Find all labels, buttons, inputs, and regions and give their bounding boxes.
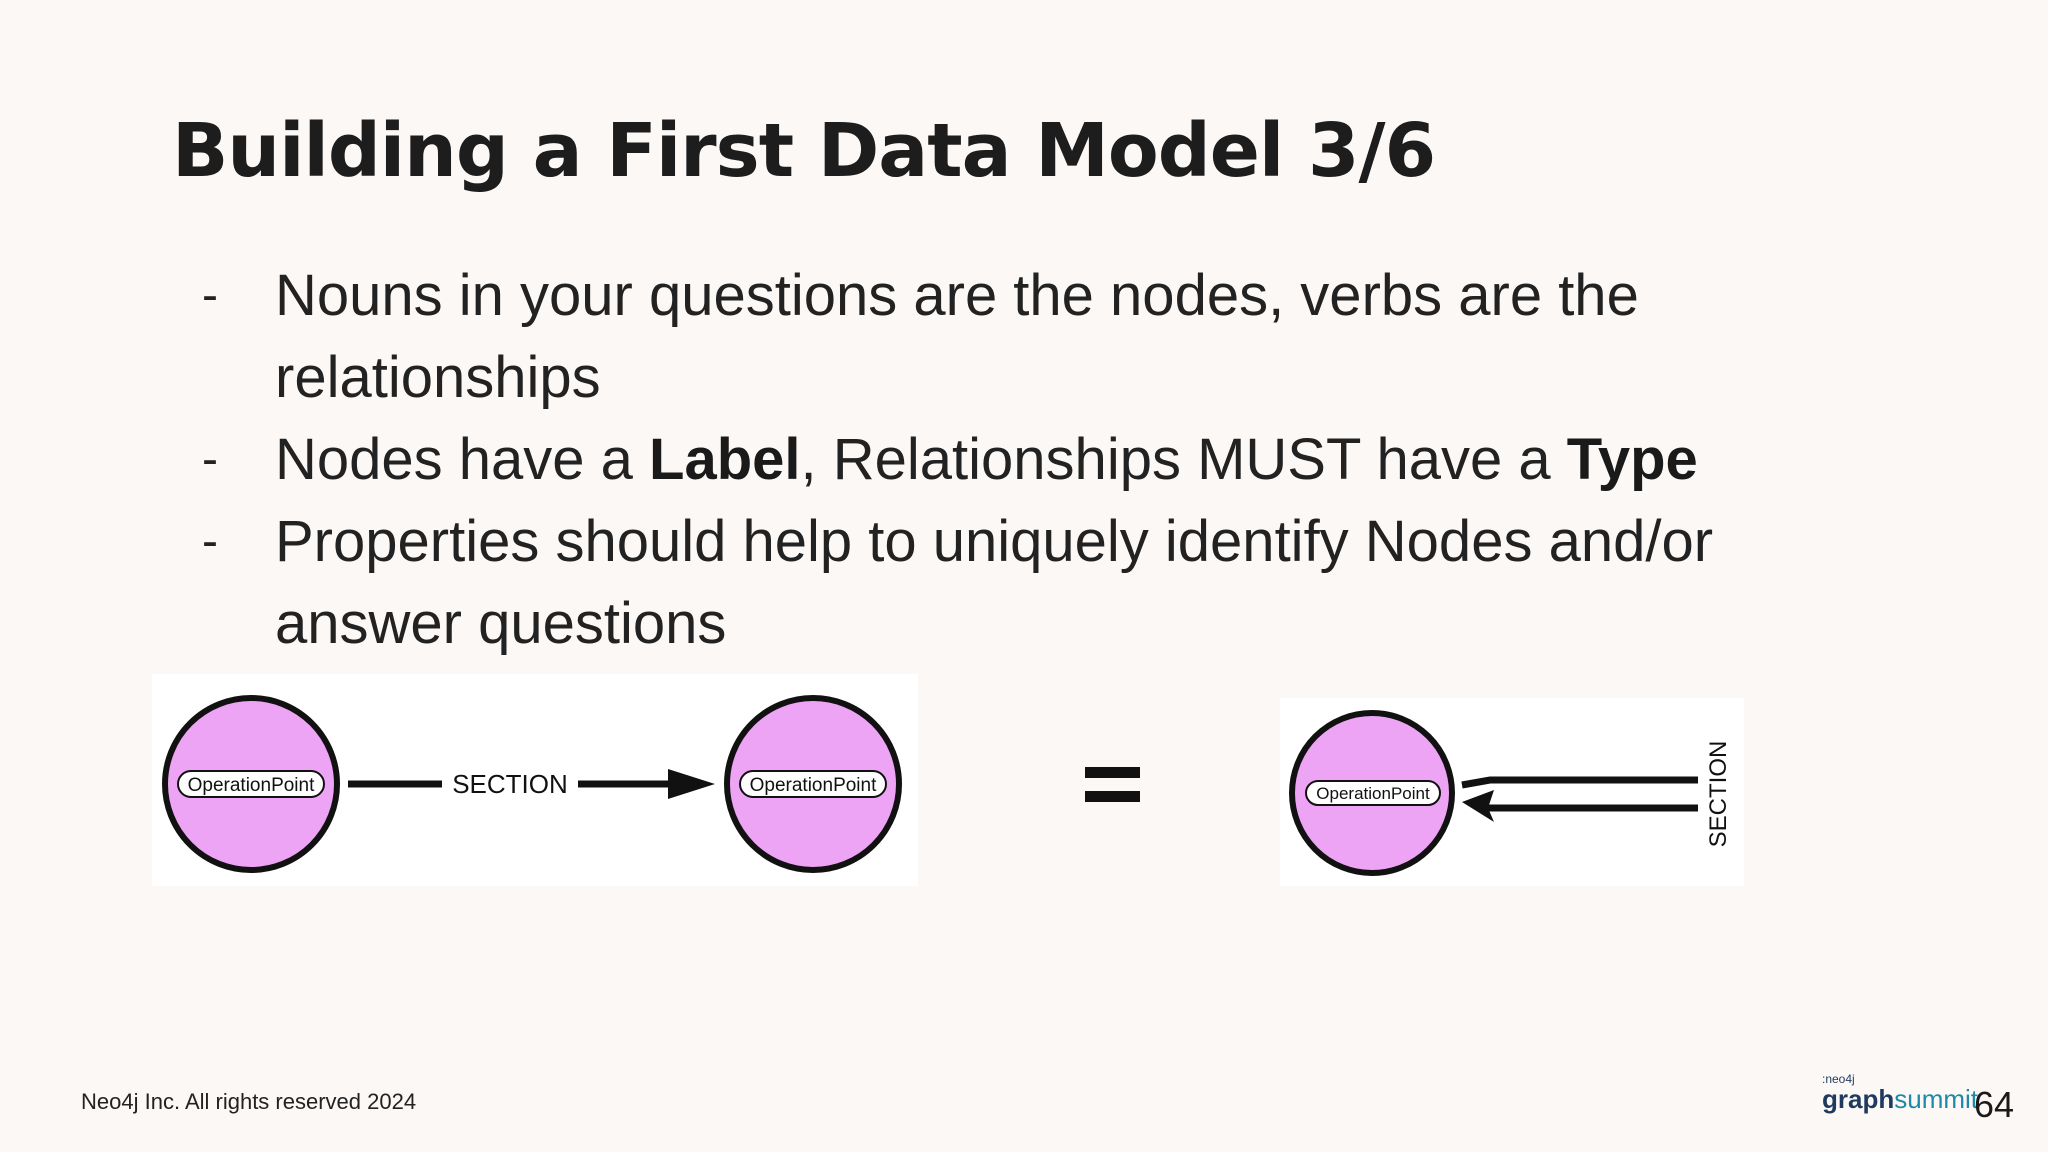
self-loop-svg: OperationPoint SECTION	[1289, 710, 1732, 876]
logo-graph-text: graph	[1822, 1084, 1895, 1114]
logo-summit-text: summit	[1894, 1084, 1979, 1114]
footer-copyright: Neo4j Inc. All rights reserved 2024	[81, 1089, 417, 1114]
arrow-head-icon	[668, 769, 715, 799]
loop-arrow-head-icon	[1462, 790, 1494, 822]
loop-node-label: OperationPoint	[1316, 784, 1430, 803]
bullet-text: Properties should help to uniquely ident…	[275, 509, 1714, 656]
bullet-item: - Properties should help to uniquely ide…	[202, 501, 1902, 665]
slide-title: Building a First Data Model 3/6	[172, 108, 1436, 194]
bullet-emphasis-type: Type	[1566, 427, 1698, 492]
bullet-list: - Nouns in your questions are the nodes,…	[202, 255, 1902, 665]
source-node: OperationPoint	[162, 695, 340, 873]
loop-node: OperationPoint	[1289, 710, 1455, 876]
relationship-type-label: SECTION	[452, 769, 568, 799]
bullet-text: Nouns in your questions are the nodes, v…	[275, 263, 1639, 410]
bullet-item: - Nouns in your questions are the nodes,…	[202, 255, 1902, 419]
self-loop-diagram: OperationPoint SECTION	[1280, 698, 1744, 886]
source-node-label: OperationPoint	[188, 775, 315, 796]
page-number: 64	[1974, 1084, 2015, 1125]
bullet-dash: -	[202, 433, 218, 486]
bullet-text-part: , Relationships MUST have a	[800, 427, 1567, 492]
directed-relationship-svg: OperationPoint SECTION OperationPoint	[162, 695, 902, 873]
bullet-item: - Nodes have a Label, Relationships MUST…	[202, 419, 1902, 501]
equals-sign	[1085, 767, 1140, 809]
bullet-dash: -	[202, 269, 218, 322]
graphsummit-logo: :neo4j graphsummit	[1822, 1070, 1982, 1116]
bullet-emphasis-label: Label	[649, 427, 801, 492]
bullet-dash: -	[202, 515, 218, 568]
target-node: OperationPoint	[724, 695, 902, 873]
bullet-text-part: Nodes have a	[275, 427, 650, 492]
neo4j-logo-text: :neo4j	[1822, 1072, 1855, 1086]
directed-relationship-diagram: OperationPoint SECTION OperationPoint	[152, 674, 918, 886]
loop-relationship-type-label: SECTION	[1705, 741, 1732, 848]
target-node-label: OperationPoint	[750, 775, 877, 796]
